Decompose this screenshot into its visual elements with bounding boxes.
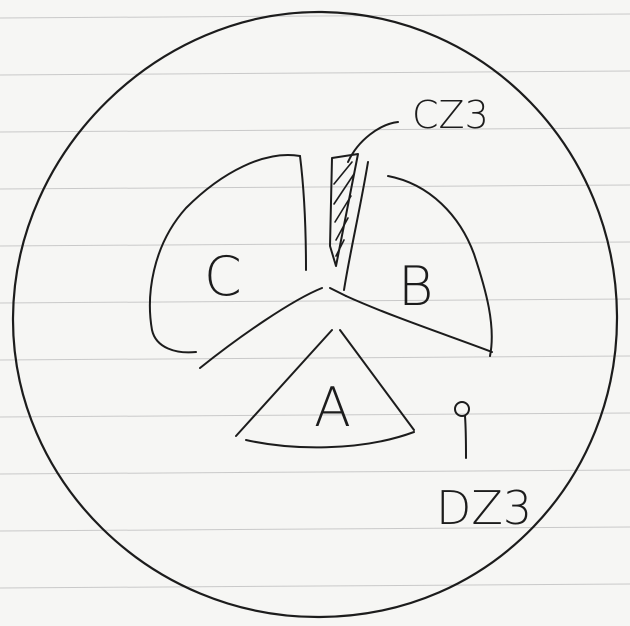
dz3-annotation: DZ3 (436, 481, 532, 535)
ruling-line (0, 470, 630, 474)
cz3-leader-line (348, 122, 398, 162)
cz3-annotation: CZ3 (412, 93, 489, 137)
ruling-line (0, 185, 630, 189)
sector-c-label: C (204, 245, 242, 308)
ruling-line (0, 584, 630, 588)
sector-c-inner-edge (300, 156, 306, 270)
sector-b-label: B (398, 255, 433, 318)
ruling-line (0, 299, 630, 303)
ruling-line (0, 128, 630, 132)
sector-a-label: A (314, 376, 351, 439)
ruling-line (0, 242, 630, 246)
paper-ruling-lines (0, 14, 630, 626)
ruling-line (0, 356, 630, 360)
cz3-wedge-hatching (334, 162, 354, 256)
cz3-wedge-right-edge (344, 162, 368, 290)
d-marker-stem (465, 416, 466, 458)
ruling-line (0, 14, 630, 18)
ruling-line (0, 527, 630, 531)
ruling-line (0, 71, 630, 75)
